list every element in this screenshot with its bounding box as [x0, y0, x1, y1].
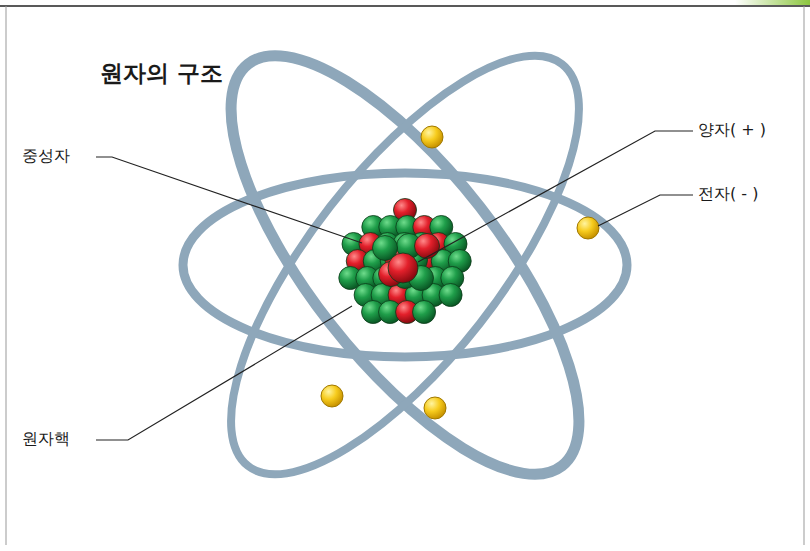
- frame-line: [0, 5, 810, 7]
- part-label: 중성자: [22, 146, 70, 165]
- electron-group: [321, 126, 599, 419]
- frame-line: [804, 6, 805, 545]
- leader-group: [96, 131, 693, 440]
- frame-line: [6, 6, 7, 545]
- neutron-ball: [413, 301, 436, 324]
- orbit-ring: [173, 6, 637, 525]
- proton-ball: [388, 253, 418, 283]
- leader-line: [96, 157, 362, 243]
- leader-line: [96, 306, 352, 440]
- electron-dot: [577, 217, 599, 239]
- nucleus-cluster: [339, 199, 471, 324]
- leader-line: [418, 131, 693, 262]
- part-label: 전자( - ): [698, 184, 758, 203]
- proton-ball: [415, 234, 440, 259]
- electron-dot: [421, 126, 443, 148]
- diagram-title: 원자의 구조: [100, 60, 223, 88]
- electron-dot: [321, 385, 343, 407]
- part-label: 원자핵: [22, 429, 70, 448]
- part-label: 양자( + ): [698, 120, 766, 139]
- orbit-group: [173, 6, 637, 525]
- leader-line: [598, 195, 693, 226]
- electron-dot: [424, 397, 446, 419]
- neutron-ball: [439, 284, 462, 307]
- corner-bar: [735, 0, 810, 5]
- orbit-ring: [173, 6, 637, 525]
